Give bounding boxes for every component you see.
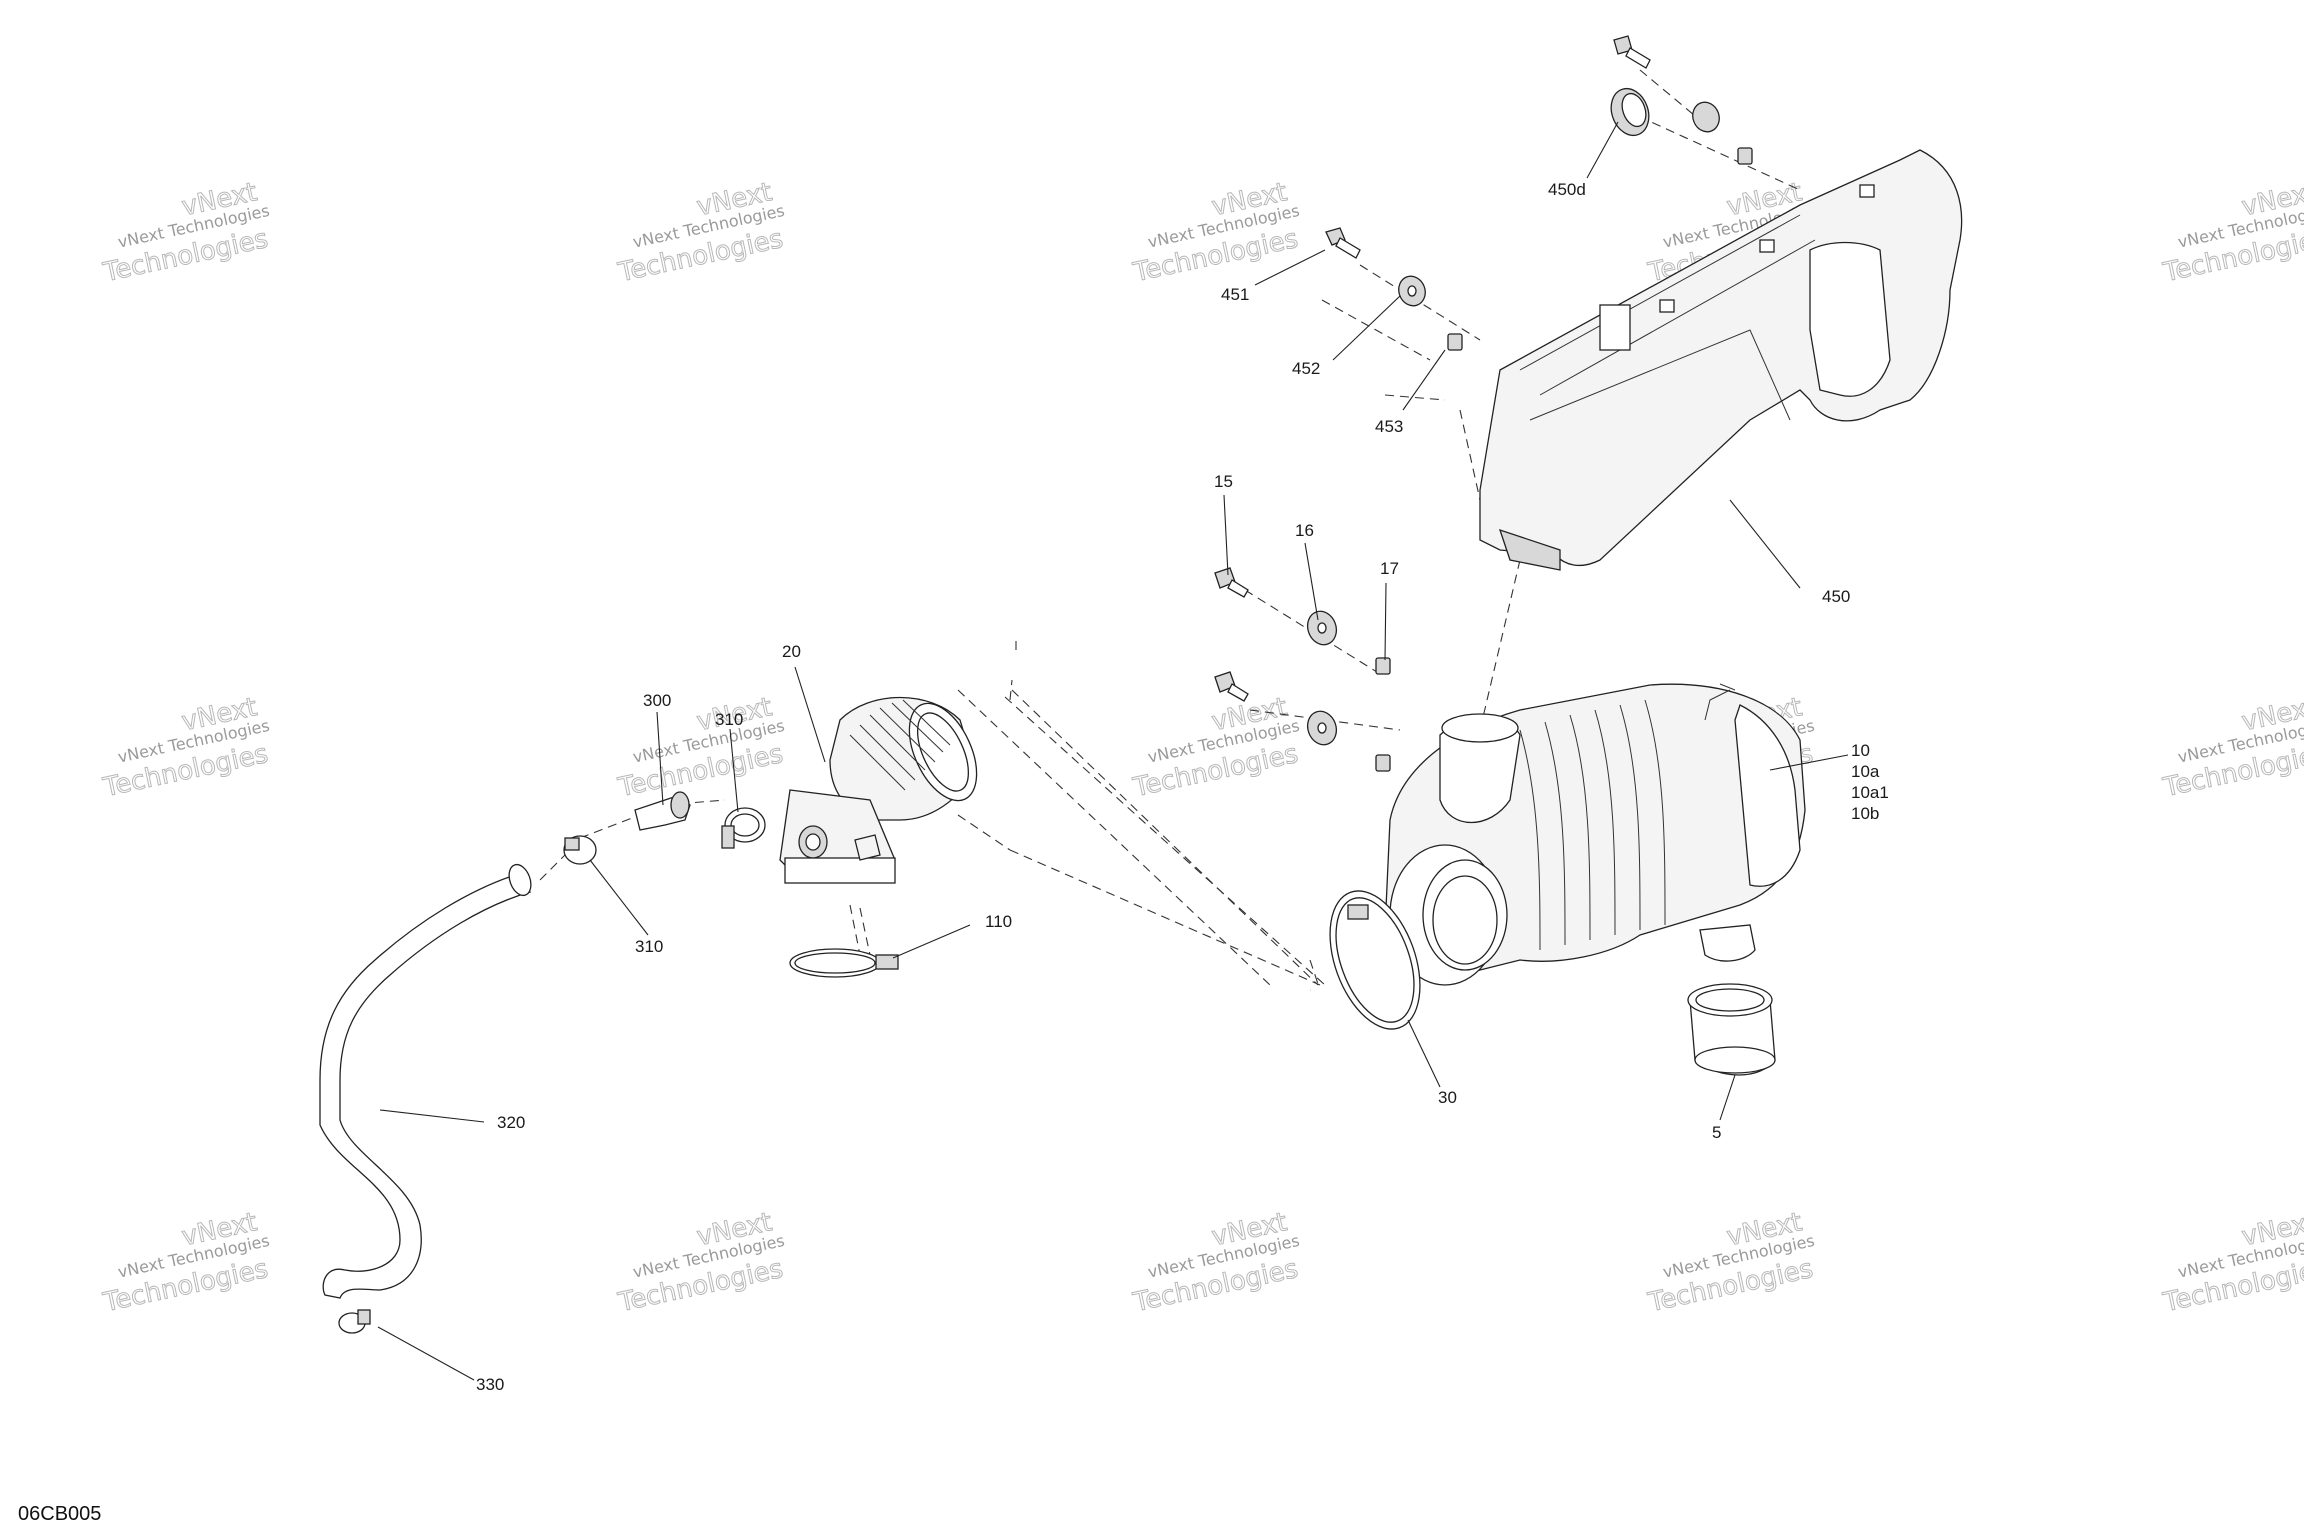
callout-450: 450 [1822, 587, 1850, 606]
callout-16: 16 [1295, 521, 1314, 540]
callout-450d: 450d [1548, 180, 1586, 199]
callout-452: 452 [1292, 359, 1320, 378]
callout-330: 330 [476, 1375, 504, 1394]
clamp-30-part [1329, 890, 1421, 1030]
callout-453: 453 [1375, 417, 1403, 436]
washer-16-upper-part [1306, 610, 1338, 646]
diagram-code: 06CB005 [18, 1503, 101, 1525]
callout-320: 320 [497, 1113, 525, 1132]
intake-duct-part [779, 696, 978, 884]
callout-310-upper: 310 [715, 710, 743, 729]
breather-hose-320-part [319, 863, 532, 1299]
washer-top-part [1692, 101, 1720, 133]
callout-300: 300 [643, 691, 671, 710]
nut-top-part [1737, 147, 1753, 165]
washer-452-part [1398, 275, 1426, 307]
airbox-body-10-part [1384, 683, 1806, 986]
sleeve-5-part [1687, 924, 1776, 1076]
callout-5: 5 [1712, 1123, 1721, 1142]
elbow-fitting-300-part [634, 791, 691, 831]
callout-10: 10 [1851, 741, 1870, 760]
callout-110: 110 [985, 912, 1012, 931]
nut-453-part [1447, 333, 1463, 351]
clamp-330-part [338, 1309, 371, 1334]
clamp-310-lower-part [563, 835, 597, 865]
callout-10a: 10a [1851, 762, 1880, 781]
callout-20: 20 [782, 642, 801, 661]
callout-10a1: 10a1 [1851, 783, 1889, 802]
clamp-310-upper-part [721, 807, 766, 849]
bolt-15-lower-part [1214, 671, 1249, 702]
bolt-top-part [1613, 35, 1651, 69]
nut-17-upper-part [1375, 657, 1391, 675]
callout-labels: 20 300 310 310 110 320 330 15 16 17 451 … [476, 180, 1889, 1394]
hose-clamp-110-part [789, 948, 899, 978]
washer-16-lower-part [1306, 710, 1338, 746]
airbox-cover-450-part [1479, 149, 1963, 571]
callout-17: 17 [1380, 559, 1399, 578]
bolt-451-part [1325, 227, 1361, 259]
callout-15: 15 [1214, 472, 1233, 491]
callout-leaders [377, 121, 1849, 1381]
bolt-15-upper-part [1214, 567, 1249, 598]
callout-310-lower: 310 [635, 937, 663, 956]
callout-451: 451 [1221, 285, 1249, 304]
grommet-450d-part [1610, 87, 1650, 137]
callout-10b: 10b [1851, 804, 1879, 823]
nut-17-lower-part [1375, 754, 1391, 772]
callout-30: 30 [1438, 1088, 1457, 1107]
